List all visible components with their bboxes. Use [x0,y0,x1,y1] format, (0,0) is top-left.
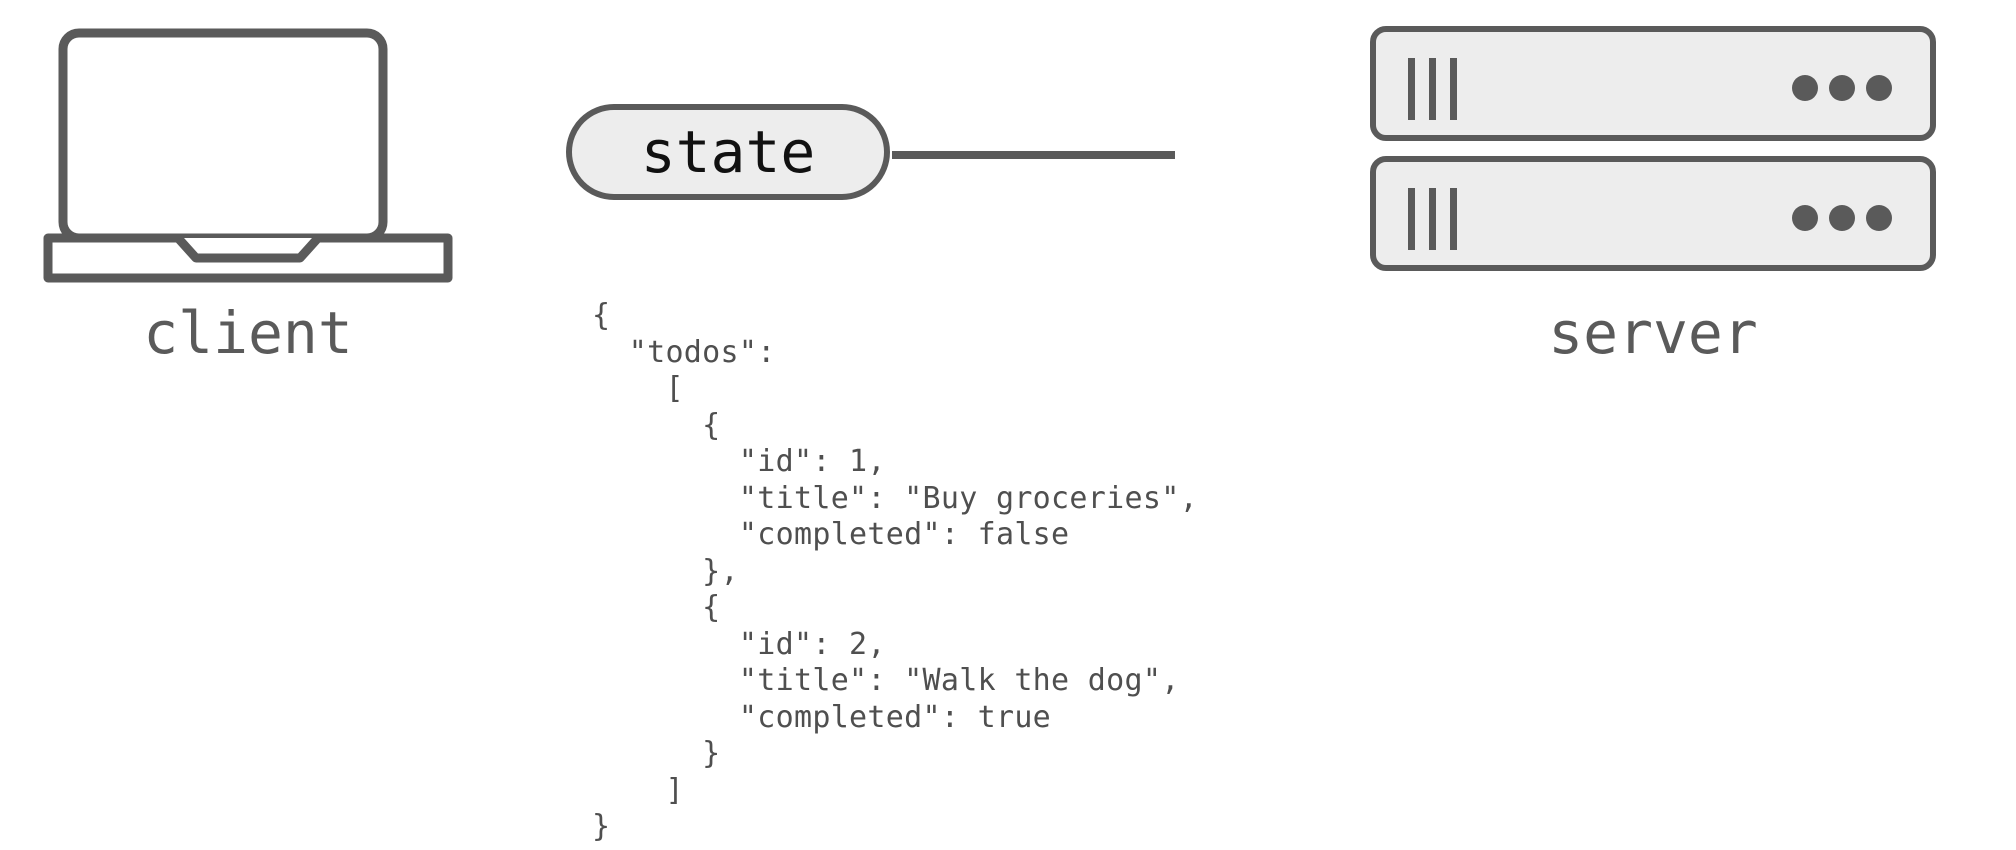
server-status-dot [1829,205,1855,231]
server-status-dot [1866,75,1892,101]
server-vent-bar [1450,188,1457,250]
state-json-payload: { "todos": [ { "id": 1, "title": "Buy gr… [592,298,1198,844]
server-status-dot [1792,75,1818,101]
server-vent-bar [1429,58,1436,120]
server-rack-unit [1370,156,1936,271]
server-status-dot [1829,75,1855,101]
server-node: server [1370,26,1950,446]
server-rack-unit [1370,26,1936,141]
laptop-icon [43,28,453,283]
server-status-dots [1792,75,1892,101]
server-status-dot [1792,205,1818,231]
server-vent-bar [1429,188,1436,250]
state-pill[interactable]: state [566,104,890,200]
client-node: client [38,26,458,446]
server-label: server [1548,299,1758,367]
server-status-dots [1792,205,1892,231]
server-vent-bar [1408,58,1415,120]
server-vent-bars [1408,58,1457,120]
state-pill-label: state [640,118,816,186]
server-status-dot [1866,205,1892,231]
server-vent-bar [1450,58,1457,120]
server-vent-bars [1408,188,1457,250]
server-vent-bar [1408,188,1415,250]
client-label: client [143,299,353,367]
